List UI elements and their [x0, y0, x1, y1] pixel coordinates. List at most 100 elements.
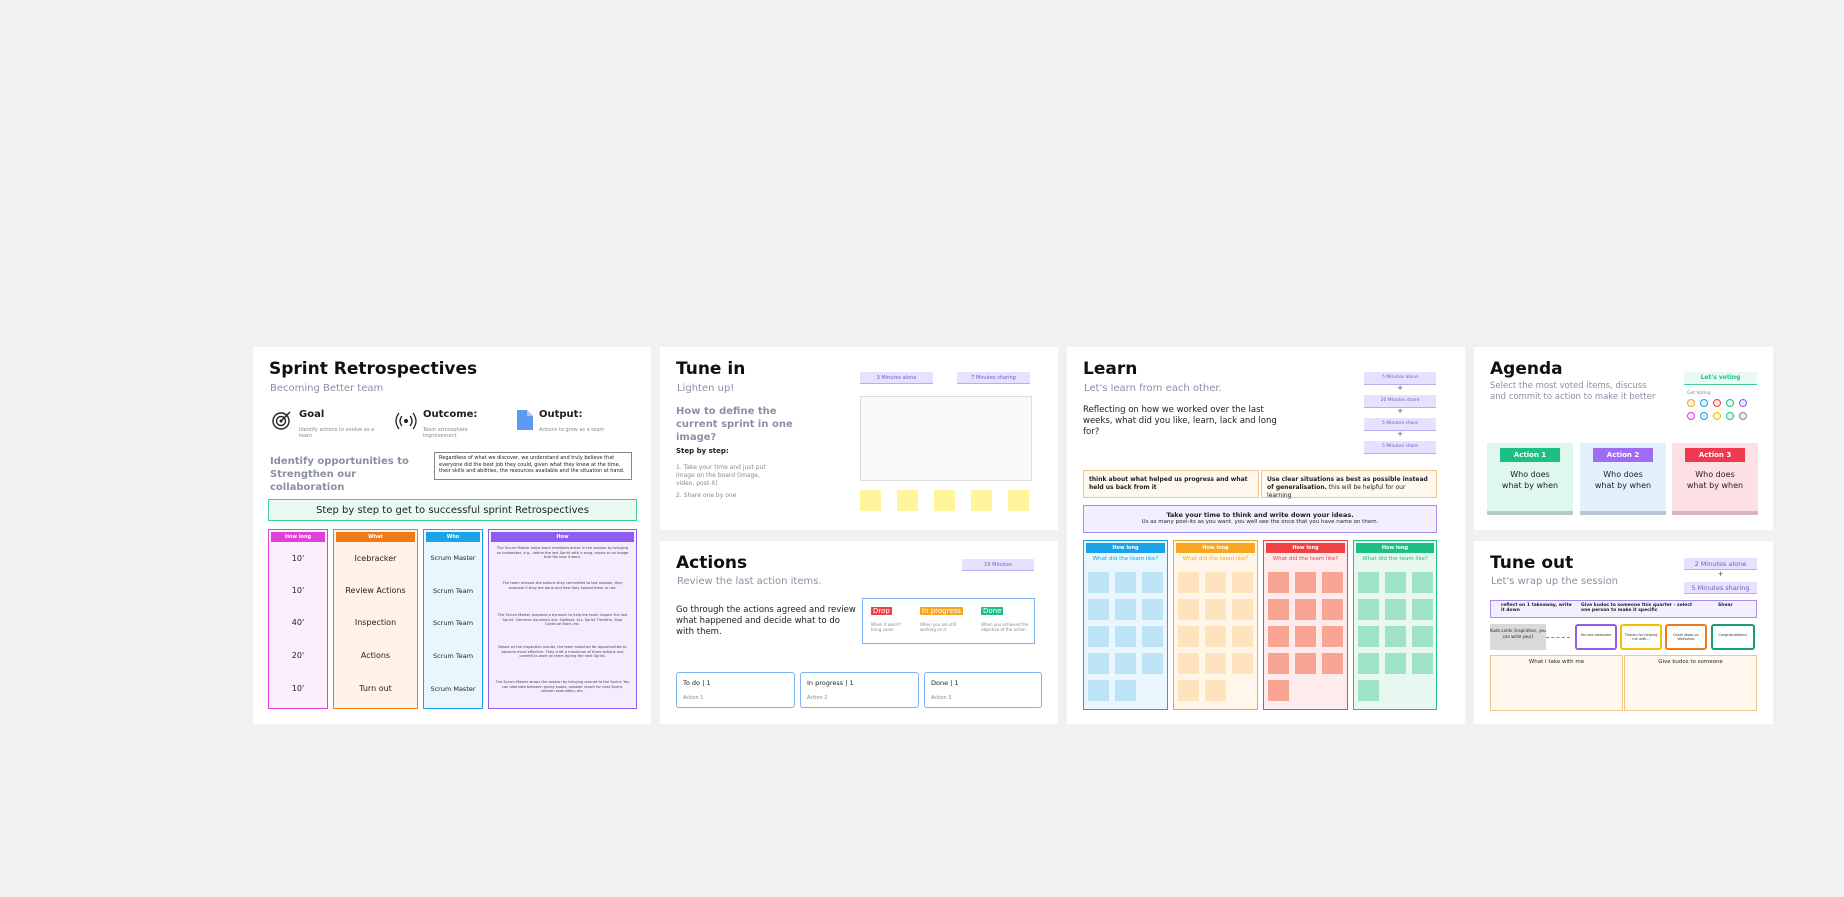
action-card-3[interactable]: Action 3 Who does what by when	[1672, 443, 1758, 515]
vote-dot[interactable]	[1726, 412, 1734, 420]
tune-out-frame[interactable]: Tune out Let's wrap up the session 2 Min…	[1474, 541, 1773, 724]
sticky-note[interactable]	[897, 490, 918, 511]
in-progress-desc: When you are still working on it	[920, 622, 957, 632]
sticky-note[interactable]	[1268, 572, 1289, 593]
sticky-note[interactable]	[1088, 680, 1109, 701]
sticky-note[interactable]	[1088, 572, 1109, 593]
sticky-note[interactable]	[860, 490, 881, 511]
sticky-note[interactable]	[1295, 572, 1316, 593]
hint-right: Use clear situations as best as possible…	[1261, 470, 1437, 499]
sticky-note[interactable]	[1412, 599, 1433, 620]
done-column[interactable]: Done | 1 Action 3	[924, 672, 1042, 708]
sticky-note[interactable]	[1358, 572, 1379, 593]
learn-col-liked[interactable]: How long What did the team like?	[1083, 540, 1168, 710]
sticky-note[interactable]	[1268, 653, 1289, 674]
vote-dot[interactable]	[1739, 412, 1747, 420]
sticky-note[interactable]	[1205, 653, 1226, 674]
sticky-note[interactable]	[1205, 626, 1226, 647]
learn-col-longed[interactable]: How long What did the team like?	[1353, 540, 1437, 710]
sticky-note[interactable]	[1088, 599, 1109, 620]
sticky-note[interactable]	[1142, 626, 1163, 647]
tune-in-frame[interactable]: Tune in Lighten up! 3 Minutes alone 7 Mi…	[660, 347, 1058, 530]
sticky-note[interactable]	[1322, 626, 1343, 647]
vote-dot[interactable]	[1687, 412, 1695, 420]
kudo-card-text: Thanks for helping me with...	[1624, 633, 1658, 641]
sticky-note[interactable]	[1385, 572, 1406, 593]
kudo-card[interactable]: Great ideas on Workshop	[1665, 624, 1707, 650]
vote-dot[interactable]	[1713, 412, 1721, 420]
agenda-frame[interactable]: Agenda Select the most voted items, disc…	[1474, 347, 1773, 530]
takeaway-column[interactable]: What i take with me	[1490, 655, 1623, 711]
sticky-note[interactable]	[1205, 572, 1226, 593]
sticky-note[interactable]	[1322, 572, 1343, 593]
sticky-note[interactable]	[1358, 653, 1379, 674]
vote-dot[interactable]	[1726, 399, 1734, 407]
sticky-note[interactable]	[934, 490, 955, 511]
sticky-note[interactable]	[1268, 626, 1289, 647]
vote-dot[interactable]	[1739, 399, 1747, 407]
sticky-note[interactable]	[1178, 626, 1199, 647]
vote-dot[interactable]	[1700, 412, 1708, 420]
sticky-note[interactable]	[1232, 572, 1253, 593]
sticky-note[interactable]	[1268, 680, 1289, 701]
sticky-note[interactable]	[1322, 653, 1343, 674]
sticky-note[interactable]	[1115, 572, 1136, 593]
sticky-note[interactable]	[1295, 599, 1316, 620]
learn-col-learned[interactable]: How long What did the team like?	[1173, 540, 1258, 710]
sticky-note[interactable]	[1358, 626, 1379, 647]
sticky-note[interactable]	[1232, 626, 1253, 647]
vote-dot[interactable]	[1700, 399, 1708, 407]
in-progress-item[interactable]: Action 2	[807, 695, 828, 701]
todo-column[interactable]: To do | 1 Action 1	[676, 672, 795, 708]
sticky-note[interactable]	[1142, 599, 1163, 620]
actions-frame[interactable]: Actions Review the last action items. 10…	[660, 541, 1058, 724]
sticky-note[interactable]	[1178, 572, 1199, 593]
sticky-note[interactable]	[1358, 680, 1379, 701]
learn-col-lacked[interactable]: How long What did the team like?	[1263, 540, 1348, 710]
sticky-note[interactable]	[1178, 680, 1199, 701]
kudo-card[interactable]: You are awesome	[1575, 624, 1617, 650]
action-card-1[interactable]: Action 1 Who does what by when	[1487, 443, 1573, 515]
sticky-note[interactable]	[1088, 653, 1109, 674]
sticky-note[interactable]	[1385, 626, 1406, 647]
action-card-2[interactable]: Action 2 Who does what by when	[1580, 443, 1666, 515]
sticky-note[interactable]	[1115, 599, 1136, 620]
sticky-note[interactable]	[1295, 626, 1316, 647]
sticky-note[interactable]	[1322, 599, 1343, 620]
sticky-note[interactable]	[1205, 680, 1226, 701]
sticky-note[interactable]	[1088, 626, 1109, 647]
sticky-note[interactable]	[1385, 599, 1406, 620]
sticky-note[interactable]	[1412, 626, 1433, 647]
sticky-note[interactable]	[1412, 572, 1433, 593]
sticky-note[interactable]	[1232, 599, 1253, 620]
sticky-note[interactable]	[1115, 626, 1136, 647]
sticky-note[interactable]	[1205, 599, 1226, 620]
sticky-note[interactable]	[1178, 653, 1199, 674]
sprint-retro-frame[interactable]: Sprint Retrospectives Becoming Better te…	[253, 347, 651, 724]
sticky-note[interactable]	[1385, 653, 1406, 674]
sticky-note[interactable]	[971, 490, 992, 511]
done-item[interactable]: Action 3	[931, 695, 952, 701]
learn-frame[interactable]: Learn Let's learn from each other. Refle…	[1067, 347, 1465, 724]
agenda-subtitle: Select the most voted items, discuss and…	[1490, 381, 1656, 402]
sticky-note[interactable]	[1142, 653, 1163, 674]
image-drop-area[interactable]	[860, 396, 1032, 481]
sticky-note[interactable]	[1268, 599, 1289, 620]
sticky-note[interactable]	[1295, 653, 1316, 674]
kudos-column[interactable]: Give kudos to someone	[1624, 655, 1757, 711]
sticky-note[interactable]	[1008, 490, 1029, 511]
sticky-note[interactable]	[1115, 680, 1136, 701]
kudo-card[interactable]: Congratulations!	[1711, 624, 1755, 650]
sticky-note[interactable]	[1178, 599, 1199, 620]
sticky-note[interactable]	[1115, 653, 1136, 674]
vote-dot[interactable]	[1687, 399, 1695, 407]
kudo-card[interactable]: Thanks for helping me with...	[1620, 624, 1662, 650]
vote-dot[interactable]	[1713, 399, 1721, 407]
sticky-note[interactable]	[1232, 680, 1253, 701]
sticky-note[interactable]	[1412, 653, 1433, 674]
todo-item[interactable]: Action 1	[683, 695, 704, 701]
sticky-note[interactable]	[1142, 572, 1163, 593]
sticky-note[interactable]	[1358, 599, 1379, 620]
in-progress-column[interactable]: In progress | 1 Action 2	[800, 672, 919, 708]
sticky-note[interactable]	[1232, 653, 1253, 674]
